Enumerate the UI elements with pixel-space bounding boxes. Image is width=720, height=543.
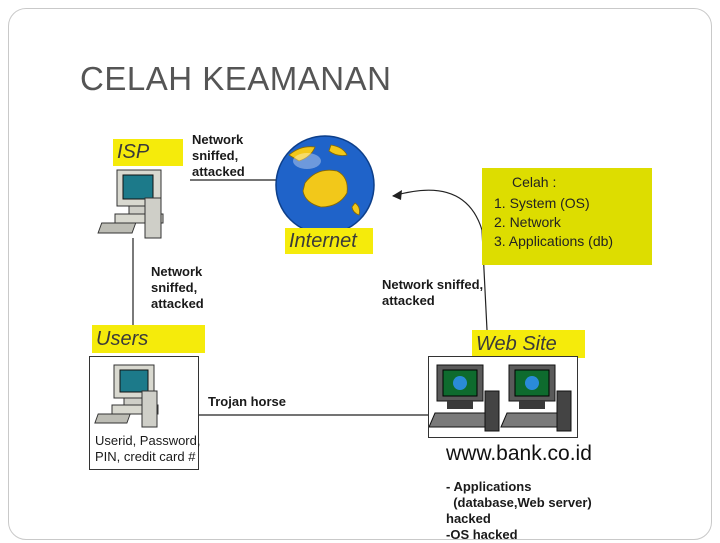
site-note-line-2: attacked xyxy=(382,293,435,308)
isp-label-text: ISP xyxy=(117,141,150,163)
users-note-line-2: sniffed, xyxy=(151,280,198,295)
internet-label: Internet xyxy=(285,228,373,254)
bank-url: www.bank.co.id xyxy=(446,442,592,465)
website-label-text: Web Site xyxy=(476,333,557,355)
celah-item-applications: 3. Applications (db) xyxy=(494,233,614,249)
celah-title: Celah : xyxy=(512,174,557,190)
bank-servers-box xyxy=(428,356,578,438)
website-label: Web Site xyxy=(472,330,585,358)
arrow-head xyxy=(392,190,402,200)
user-computer-icon xyxy=(94,364,159,428)
bank-issue-line-2: (database,Web server) xyxy=(446,495,592,510)
users-note-line-1: Network xyxy=(151,264,203,279)
server-2 xyxy=(500,364,572,432)
celah-item-network: 2. Network xyxy=(494,214,561,230)
bank-issue-line-4: -OS hacked xyxy=(446,527,518,542)
users-link-note: Network sniffed, attacked xyxy=(151,264,204,312)
users-label-text: Users xyxy=(96,328,149,350)
isp-note-line-3: attacked xyxy=(192,164,245,179)
isp-note-line-2: sniffed, xyxy=(192,148,239,163)
bank-issues-note: - Applications (database,Web server) hac… xyxy=(446,479,592,543)
site-note-line-1: Network sniffed, xyxy=(382,277,484,292)
server-1 xyxy=(429,364,500,432)
celah-list: 1. System (OS) 2. Network 3. Application… xyxy=(494,194,613,251)
website-link-note: Network sniffed, attacked xyxy=(382,277,483,309)
users-box: Userid, Password, PIN, credit card # xyxy=(89,356,200,470)
celah-item-system: 1. System (OS) xyxy=(494,195,590,211)
server-computers-icon xyxy=(429,364,572,432)
isp-note-line-1: Network xyxy=(192,132,244,147)
isp-label: ISP xyxy=(113,139,183,166)
users-note-line-3: attacked xyxy=(151,296,204,311)
internet-label-text: Internet xyxy=(289,230,357,252)
credentials-line-2: PIN, credit card # xyxy=(95,449,196,464)
user-credentials-note: Userid, Password, PIN, credit card # xyxy=(95,433,200,465)
credentials-line-1: Userid, Password, xyxy=(95,433,201,448)
celah-box: Celah : 1. System (OS) 2. Network 3. App… xyxy=(482,168,652,265)
trojan-horse-label: Trojan horse xyxy=(208,394,287,409)
slide-title: CELAH KEAMANAN xyxy=(80,60,392,97)
users-label: Users xyxy=(92,325,205,353)
website-internet-line xyxy=(392,189,488,331)
bank-issue-line-3: hacked xyxy=(446,511,491,526)
bank-issue-line-1: - Applications xyxy=(446,479,532,494)
isp-link-note: Network sniffed, attacked xyxy=(192,132,245,180)
